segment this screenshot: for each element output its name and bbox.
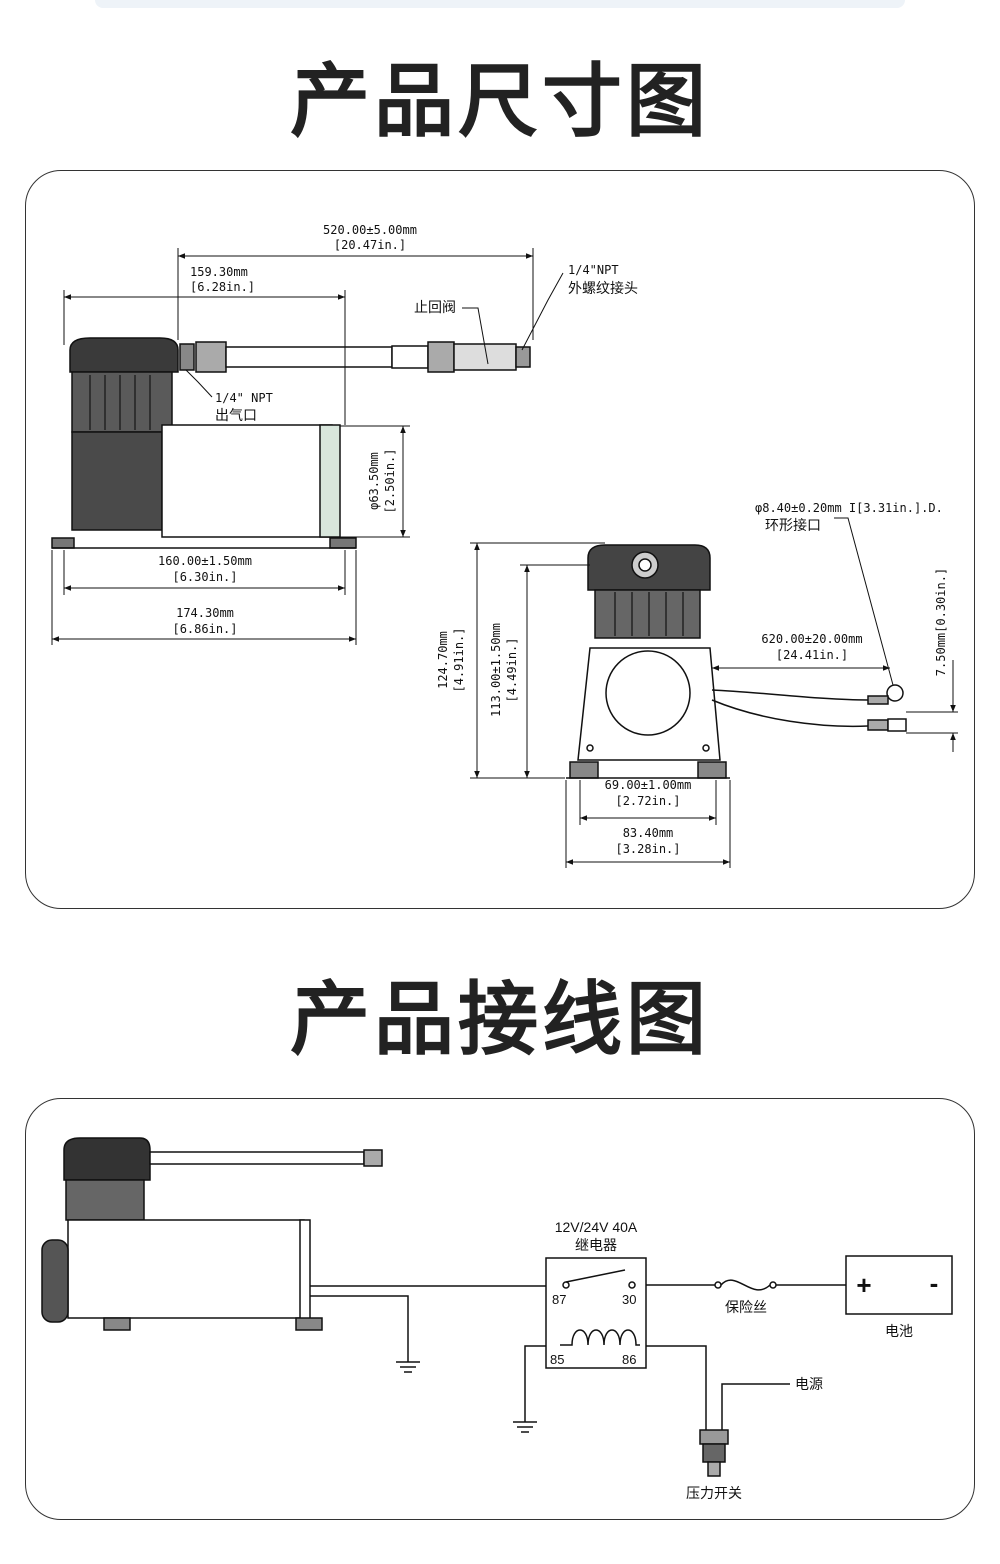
- mount-spacing-mm: 160.00±1.50mm: [158, 554, 252, 568]
- relay-rating: 12V/24V 40A: [555, 1219, 638, 1235]
- relay-pin-87: 87: [552, 1292, 566, 1307]
- outlet-offset-in: [6.28in.]: [190, 280, 255, 294]
- foot-width-mm: 83.40mm: [623, 826, 674, 840]
- top-banner-strip: [95, 0, 905, 8]
- side-view-dimension-lines: [51, 248, 564, 645]
- wiring-compressor: [41, 1137, 383, 1331]
- total-height-in: [4.91in.]: [452, 627, 466, 692]
- overall-length-mm: 520.00±5.00mm: [323, 223, 417, 237]
- total-height-mm: 124.70mm: [436, 631, 450, 689]
- relay-pin-86: 86: [622, 1352, 636, 1367]
- relay-label: 继电器: [575, 1238, 617, 1254]
- side-view-compressor: [51, 337, 531, 549]
- pressure-switch-label: 压力开关: [686, 1486, 742, 1502]
- body-height-in: [4.49in.]: [505, 637, 519, 702]
- total-width-mm: 174.30mm: [176, 606, 234, 620]
- ring-terminal-label: 环形接口: [765, 517, 821, 534]
- ring-terminal-spec: φ8.40±0.20mm I[3.31in.].D.: [755, 501, 943, 515]
- relay-pin-85: 85: [550, 1352, 564, 1367]
- wiring-title: 产品接线图: [290, 973, 710, 1066]
- foot-spacing-mm: 69.00±1.00mm: [605, 778, 692, 792]
- wiring-lines: [310, 1255, 953, 1477]
- dimensions-title: 产品尺寸图: [290, 55, 710, 148]
- dimensions-panel: [25, 170, 975, 909]
- outlet-label: 出气口: [215, 408, 257, 424]
- male-thread-size: 1/4"NPT: [568, 263, 619, 277]
- check-valve-label: 止回阀: [414, 300, 456, 316]
- male-thread-label: 外螺纹接头: [568, 280, 638, 297]
- diameter-mm: φ63.50mm: [367, 452, 381, 510]
- front-view-compressor: [566, 544, 907, 779]
- foot-spacing-in: [2.72in.]: [615, 794, 680, 808]
- lead-length-mm: 620.00±20.00mm: [761, 632, 862, 646]
- relay-pin-30: 30: [622, 1292, 636, 1307]
- front-view-dimension-lines: [470, 517, 958, 868]
- body-height-mm: 113.00±1.50mm: [489, 623, 503, 717]
- battery-minus: -: [930, 1268, 939, 1298]
- foot-width-in: [3.28in.]: [615, 842, 680, 856]
- overall-length-in: [20.47in.]: [334, 238, 406, 252]
- outlet-offset-mm: 159.30mm: [190, 265, 248, 279]
- lead-offset: 7.50mm[0.30in.]: [934, 568, 948, 676]
- battery-plus: +: [856, 1270, 871, 1300]
- mount-spacing-in: [6.30in.]: [172, 570, 237, 584]
- power-label: 电源: [795, 1377, 823, 1393]
- fuse-label: 保险丝: [725, 1300, 767, 1316]
- battery-label: 电池: [885, 1324, 913, 1340]
- lead-length-in: [24.41in.]: [776, 648, 848, 662]
- diameter-in: [2.50in.]: [383, 448, 397, 513]
- outlet-size: 1/4" NPT: [215, 391, 273, 405]
- total-width-in: [6.86in.]: [172, 622, 237, 636]
